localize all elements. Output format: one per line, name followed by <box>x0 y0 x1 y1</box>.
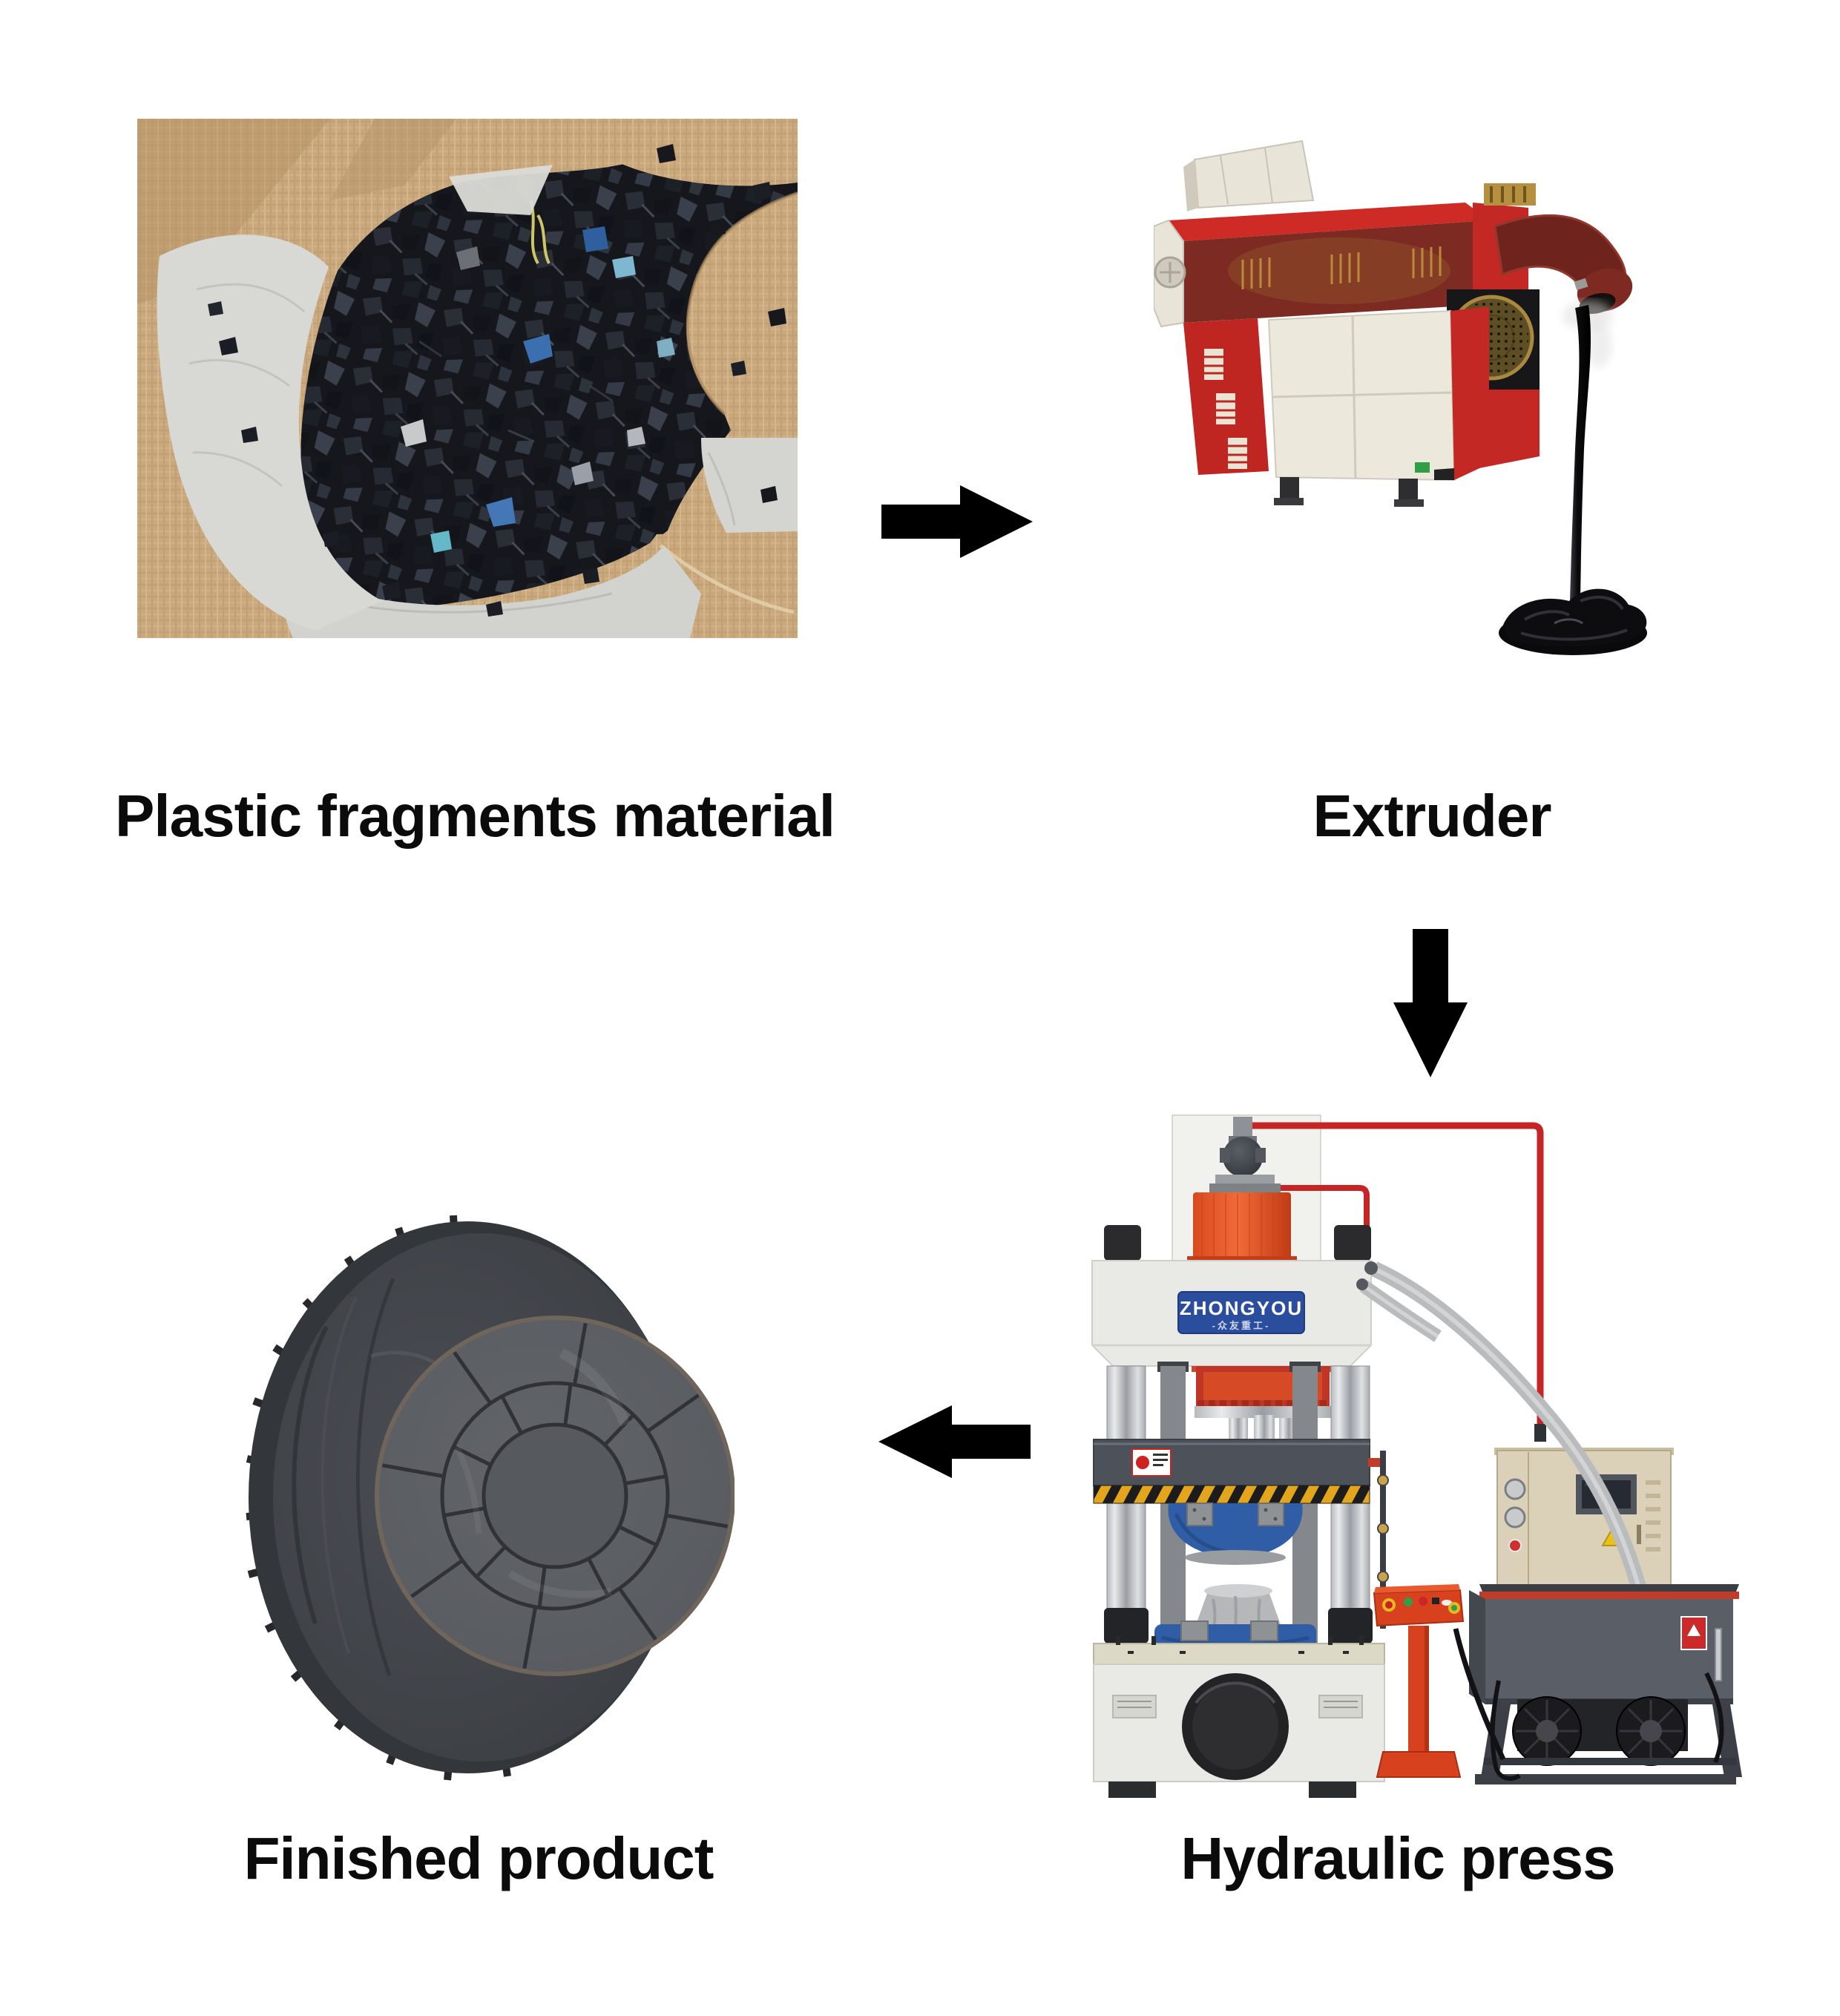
extruder-cabinet <box>1183 306 1540 507</box>
press-column-cap <box>1334 1225 1371 1261</box>
press-base <box>1093 1636 1385 1798</box>
extruder-photo <box>1154 139 1647 655</box>
press-brand-badge: ZHONGYOU -众友重工- <box>1177 1291 1305 1334</box>
molten-plastic-pile <box>1499 588 1647 655</box>
liner-top <box>449 165 553 215</box>
step-label-hydraulic-press: Hydraulic press <box>1180 1825 1615 1891</box>
hydraulic-hoses <box>1356 1261 1648 1592</box>
step-plastic-fragments <box>137 119 798 638</box>
extruder-barrel <box>1154 203 1489 328</box>
finished-product-photo <box>246 1215 735 1781</box>
hydraulic-press-photo: ZHONGYOU -众友重工- <box>1091 1114 1742 1798</box>
step-label-finished-product: Finished product <box>243 1825 714 1891</box>
cables <box>1453 1628 1724 1781</box>
extruder-hopper <box>1183 139 1315 211</box>
arrow-right-icon <box>881 485 1033 558</box>
plastic-fragments-pile <box>300 163 798 608</box>
plastic-fragments-photo <box>137 119 798 638</box>
press-column <box>1106 1365 1146 1644</box>
press-brand-subtext: -众友重工- <box>1212 1320 1271 1331</box>
cabinet-button <box>1508 1539 1522 1552</box>
arrow-down-icon <box>1393 929 1468 1077</box>
liner-bottom <box>280 545 701 638</box>
pressure-gauge <box>1504 1506 1526 1529</box>
start-button[interactable] <box>1404 1598 1413 1606</box>
press-brand-text: ZHONGYOU <box>1180 1297 1303 1319</box>
liner-right <box>701 438 798 534</box>
press-column-cap <box>1104 1225 1141 1261</box>
tank-motors <box>1512 1696 1688 1766</box>
press-top-cylinder <box>1187 1117 1297 1262</box>
step-label-plastic-fragments: Plastic fragments material <box>115 783 835 849</box>
step-label-extruder: Extruder <box>1312 783 1552 849</box>
oil-level-gauge <box>1715 1628 1722 1681</box>
stop-button[interactable] <box>1419 1597 1427 1606</box>
hydraulic-tank <box>1469 1584 1739 1704</box>
control-pedestal[interactable] <box>1373 1584 1465 1778</box>
hazard-stripe <box>1093 1485 1370 1504</box>
press-column <box>1330 1365 1370 1644</box>
liner-left <box>157 234 382 631</box>
step-extruder <box>1154 137 1658 690</box>
step-finished-product <box>245 1208 735 1783</box>
step-hydraulic-press: ZHONGYOU -众友重工- <box>1083 1109 1744 1799</box>
molten-plastic-stream <box>1499 301 1647 655</box>
pressure-gauge <box>1504 1478 1526 1500</box>
selector-switch[interactable] <box>1432 1598 1439 1604</box>
press-moving-platen <box>1093 1439 1383 1504</box>
electrical-cabinet <box>1494 1448 1674 1589</box>
product-face <box>375 1316 735 1676</box>
press-upper-mold <box>1168 1503 1303 1565</box>
press-oil-rail <box>1377 1451 1389 1629</box>
extruder-power-button <box>1415 462 1430 473</box>
bag-flap-top-right <box>612 119 798 438</box>
arrow-left-icon <box>878 1405 1031 1478</box>
